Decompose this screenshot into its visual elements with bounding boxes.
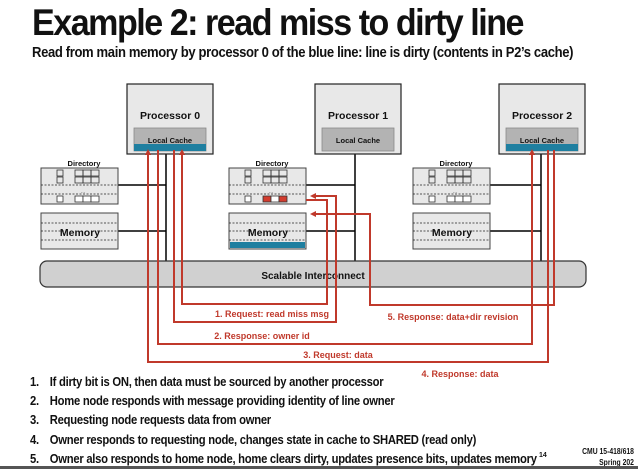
directory-ellipsis: ⋯ xyxy=(453,190,458,196)
directory-presence-bit xyxy=(270,195,280,203)
memory-label-bg xyxy=(65,227,95,237)
slide-title: Example 2: read miss to dirty line xyxy=(32,2,524,43)
directory-ellipsis: ⋯ xyxy=(81,190,86,196)
directory-dirty-bit xyxy=(244,176,252,184)
message-path-2 xyxy=(179,149,328,305)
interconnect: Scalable Interconnect xyxy=(39,260,587,288)
list-item: 4.Owner responds to requesting node, cha… xyxy=(30,432,477,447)
explanation-list: 1.If dirty bit is ON, then data must be … xyxy=(30,373,593,469)
slide-subtitle: Read from main memory by processor 0 of … xyxy=(32,45,574,61)
directory-presence-bit xyxy=(278,169,288,177)
directory-dirty-bit xyxy=(56,169,64,177)
local-cache xyxy=(321,127,395,152)
directory-presence-bit xyxy=(90,195,100,203)
bottom-bar xyxy=(0,466,638,469)
directory-presence-bit xyxy=(454,195,464,203)
message-path-3 xyxy=(157,149,535,345)
local-cache-label: Local Cache xyxy=(520,136,564,145)
directory-presence-bit xyxy=(462,195,472,203)
message-path-4 xyxy=(145,149,549,363)
directory-ellipsis: ⋯ xyxy=(269,190,274,196)
memory-label: Memory xyxy=(432,227,472,239)
processor-label: Processor 1 xyxy=(328,110,388,122)
directory-label: Directory xyxy=(68,159,102,168)
interconnect-label: Scalable Interconnect xyxy=(261,271,365,282)
memory-line-blue xyxy=(230,242,305,248)
message-path-5 xyxy=(310,150,555,306)
memory-label-bg xyxy=(253,227,283,237)
directory-presence-bit xyxy=(462,169,472,177)
cache-line-blue xyxy=(506,144,578,151)
list-item: 5.Owner also responds to home node, home… xyxy=(30,451,537,466)
memory-label: Memory xyxy=(60,227,100,239)
memory-label: Memory xyxy=(248,227,288,239)
message-label-2: 2. Response: owner id xyxy=(214,331,310,341)
footer-course: CMU 15-418/618 xyxy=(582,447,634,456)
messages-layer xyxy=(145,149,555,363)
message-label-3: 3. Request: data xyxy=(303,350,374,360)
directory-dirty-bit xyxy=(56,176,64,184)
processor-label: Processor 2 xyxy=(512,110,572,122)
message-path-1 xyxy=(173,150,337,323)
list-item: 3.Requesting node requests data from own… xyxy=(30,413,271,428)
directory-dirty-bit xyxy=(244,195,252,203)
directory-presence-bit xyxy=(462,176,472,184)
directory-dirty-bit xyxy=(56,195,64,203)
cache-line-blue xyxy=(134,144,206,151)
directory-dirty-bit xyxy=(244,169,252,177)
local-cache-label: Local Cache xyxy=(336,136,380,145)
directory-dirty-bit xyxy=(428,169,436,177)
directory-label: Directory xyxy=(440,159,474,168)
list-item: 1.If dirty bit is ON, then data must be … xyxy=(30,375,384,389)
directory-dirty-bit xyxy=(428,176,436,184)
list-item: 2.Home node responds with message provid… xyxy=(30,394,395,409)
directory-presence-bit xyxy=(90,169,100,177)
directory-presence-bit xyxy=(82,195,92,203)
directory-presence-bit xyxy=(90,176,100,184)
message-label-4: 4. Response: data xyxy=(421,369,499,379)
footer-term: Spring 202 xyxy=(599,458,634,467)
interconnect-bar xyxy=(39,260,587,288)
directory-presence-bit xyxy=(278,195,288,203)
directory-presence-bit xyxy=(74,195,84,203)
memory-label-bg xyxy=(437,227,467,237)
directory-presence-bit xyxy=(262,195,272,203)
directory-dirty-bit xyxy=(428,195,436,203)
directory-label: Directory xyxy=(256,159,290,168)
directory-presence-bit xyxy=(278,176,288,184)
message-label-1: 1. Request: read miss msg xyxy=(215,309,329,319)
local-cache-label: Local Cache xyxy=(148,136,192,145)
footer: CMU 15-418/618 Spring 202 xyxy=(582,446,634,468)
slide-number: 14 xyxy=(539,452,547,459)
processor-label: Processor 0 xyxy=(140,110,200,122)
message-label-5: 5. Response: data+dir revision xyxy=(388,312,519,322)
directory-presence-bit xyxy=(446,195,456,203)
